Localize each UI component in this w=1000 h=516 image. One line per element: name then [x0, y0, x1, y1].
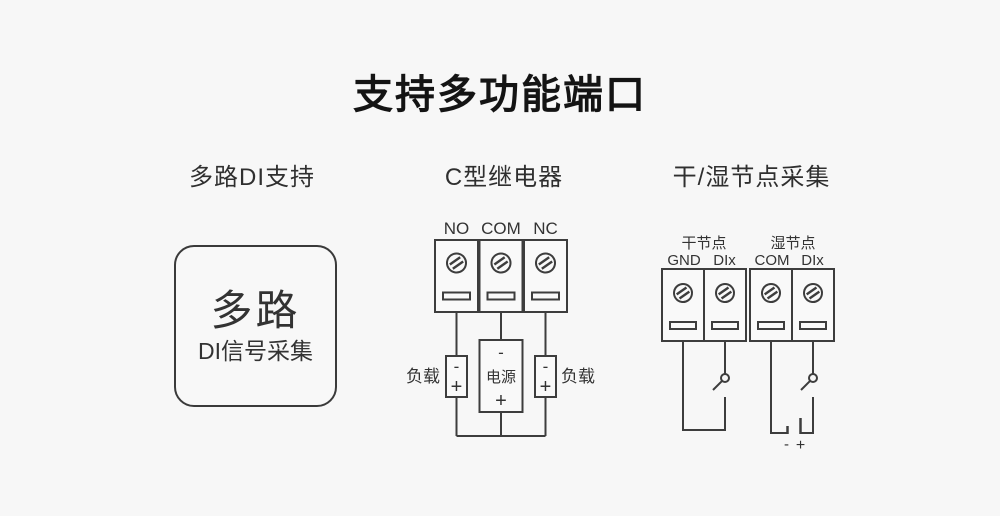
power-box: [478, 339, 524, 413]
power-label: 电源: [486, 369, 516, 386]
relay-terminal-block-com: [478, 239, 524, 313]
di-box-line1: 多路: [210, 287, 301, 334]
wire-slot: [757, 321, 785, 330]
load-left-plus: +: [451, 376, 463, 398]
power-plus: +: [495, 390, 507, 412]
dry-terminal-label-gnd: GND: [667, 252, 701, 269]
relay-terminal-block-nc: [523, 239, 568, 313]
wet-terminal-label-dix: DIx: [801, 252, 824, 269]
section-header-relay: C型继电器: [444, 164, 564, 191]
di-box-line2: DI信号采集: [198, 338, 313, 364]
wet-circuit-wire-right: [800, 397, 814, 434]
battery-plus-label: +: [796, 437, 805, 454]
load-box-right: [534, 355, 557, 398]
relay-terminal-block-no: [434, 239, 479, 313]
relay-terminal-label-com: COM: [481, 219, 521, 238]
wet-terminal-block-com: [749, 268, 793, 342]
di-feature-box: 多路 DI信号采集: [174, 245, 337, 407]
battery-minus-label: -: [784, 436, 789, 453]
load-left-minus: -: [454, 357, 460, 376]
relay-terminal-label-no: NO: [444, 219, 470, 238]
screw-icon: [803, 283, 823, 303]
dry-group-label: 干节点: [681, 235, 726, 252]
load-right-minus: -: [543, 357, 549, 376]
screw-icon: [673, 283, 693, 303]
load-right-plus: +: [540, 376, 552, 398]
wire-slot: [799, 321, 827, 330]
section-header-contacts: 干/湿节点采集: [672, 164, 831, 191]
switch-lever-icon: [712, 380, 723, 391]
wet-terminal-block-dix: [791, 268, 835, 342]
wire-slot: [531, 291, 560, 301]
screw-icon: [761, 283, 781, 303]
relay-diagram: NO COM NC - + 负载: [406, 219, 595, 437]
section-header-di: 多路DI支持: [189, 164, 315, 191]
wire-slot: [442, 291, 471, 301]
wet-terminal-label-com: COM: [755, 252, 790, 269]
load-left-label: 负载: [406, 367, 440, 386]
dry-terminal-label-dix: DIx: [713, 252, 736, 269]
load-box-left: [445, 355, 468, 398]
relay-terminal-label-nc: NC: [533, 219, 558, 238]
dry-terminal-block-gnd: [661, 268, 705, 342]
switch-lever-icon: [800, 380, 811, 391]
dry-circuit-wire: [682, 341, 726, 431]
power-minus: -: [498, 343, 504, 362]
wire-slot: [711, 321, 739, 330]
screw-icon: [535, 252, 556, 274]
wire-slot: [669, 321, 697, 330]
load-right-label: 负载: [561, 367, 595, 386]
page-title: 支持多功能端口: [353, 73, 647, 117]
wet-group-label: 湿节点: [770, 235, 815, 252]
contacts-diagram: 干节点 湿节点 GND DIx COM DIx: [661, 235, 835, 454]
screw-icon: [490, 252, 512, 274]
screw-icon: [446, 252, 467, 274]
screw-icon: [715, 283, 735, 303]
wire-slot: [486, 291, 516, 301]
dry-terminal-block-dix: [703, 268, 747, 342]
wet-circuit-wire-left: [770, 341, 788, 434]
switch-pivot-icon: [808, 373, 818, 383]
switch-pivot-icon: [720, 373, 730, 383]
